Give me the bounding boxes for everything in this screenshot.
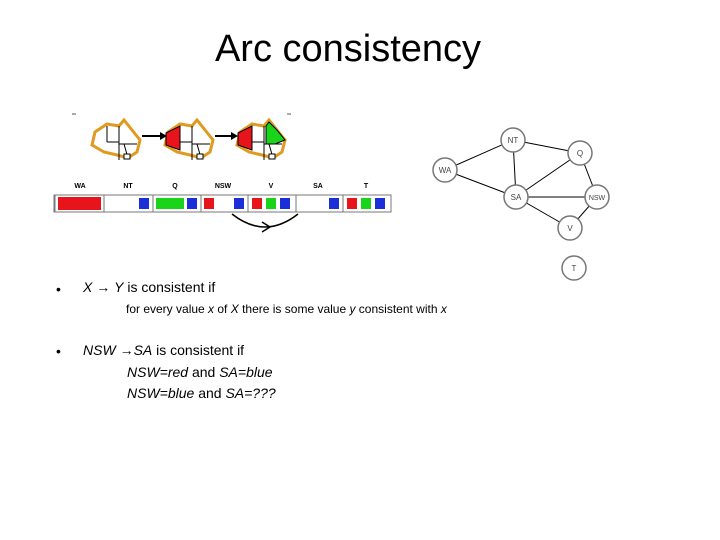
node-label: T — [572, 264, 577, 273]
bullet-1-subtext: for every value x of X there is some val… — [126, 302, 447, 316]
arrow-2-head — [231, 132, 238, 140]
domain-value-blue — [375, 198, 385, 209]
conjunction: and — [194, 385, 226, 401]
strip-label-nt: NT — [123, 183, 133, 190]
var-y: Y — [114, 279, 124, 295]
var-sa: SA — [133, 342, 153, 358]
domain-value-blue — [234, 198, 244, 209]
domain-strip-frame — [53, 194, 392, 213]
assignment: NSW=blue — [127, 385, 195, 401]
constraint-graph-nodes: NT Q WA SA NSW V T — [432, 127, 610, 281]
bullet-2-rest: is consistent if — [152, 342, 245, 358]
australia-map-3 — [235, 117, 287, 160]
assignment: SA=??? — [225, 385, 276, 401]
strip-label-q: Q — [172, 183, 178, 190]
domain-value-green — [266, 198, 276, 209]
bullet-2-line-1: NSW=red and SA=blue — [127, 364, 273, 380]
domain-value-red — [58, 197, 101, 210]
australia-map-1 — [90, 117, 142, 160]
domain-value-blue — [139, 198, 149, 209]
bullet-marker-1: • — [56, 281, 61, 297]
node-sa: SA — [503, 184, 529, 210]
node-circle — [500, 127, 526, 153]
bullet-1-text: X → Y is consistent if — [83, 279, 215, 295]
domain-value-green — [361, 198, 371, 209]
node-circle — [567, 140, 593, 166]
figure: WA NT Q NSW V SA T NT Q WA SA NSW V T — [53, 113, 610, 281]
domain-value-red — [204, 198, 214, 209]
sub-part: there is some value — [238, 302, 350, 316]
bullet-2-text: NSW →SA is consistent if — [83, 342, 244, 358]
domain-value-blue — [329, 198, 339, 209]
curved-arrow — [231, 213, 299, 228]
var-x: X — [83, 279, 93, 295]
node-circle — [432, 157, 458, 183]
node-wa: WA — [432, 157, 458, 183]
curved-arrow-head — [261, 221, 272, 233]
var-nsw: NSW — [83, 342, 116, 358]
conjunction: and — [188, 364, 220, 380]
sub-part: of — [214, 302, 231, 316]
strip-label-wa: WA — [74, 183, 85, 190]
domain-strip — [54, 195, 385, 212]
domain-value-red — [252, 198, 262, 209]
sub-part: for every value — [126, 302, 209, 316]
node-circle — [557, 215, 583, 241]
strip-label-sa: SA — [313, 183, 323, 190]
arrow-symbol: → — [96, 279, 111, 295]
strip-labels: WA NT Q NSW V SA T — [74, 183, 369, 190]
bullet-1-rest: is consistent if — [123, 279, 216, 295]
domain-value-green — [156, 198, 184, 209]
domain-value-red — [347, 198, 357, 209]
bullet-marker-2: • — [56, 343, 61, 359]
node-label: Q — [577, 149, 583, 158]
domain-value-blue — [280, 198, 290, 209]
sub-part: consistent with — [355, 302, 441, 316]
sub-var: X — [230, 302, 239, 316]
assignment: SA=blue — [219, 364, 273, 380]
sub-var: x — [440, 302, 447, 316]
strip-label-t: T — [364, 183, 369, 190]
bullet-2-line-2: NSW=blue and SA=??? — [127, 385, 276, 401]
australia-map-2 — [163, 117, 215, 160]
assignment: NSW=red — [127, 364, 189, 380]
edge-q-sa — [515, 152, 581, 198]
node-circle — [503, 184, 529, 210]
node-nsw: NSW — [584, 184, 610, 210]
slide-title: Arc consistency — [214, 28, 482, 70]
node-q: Q — [567, 140, 593, 166]
domain-value-blue — [187, 198, 197, 209]
node-circle — [584, 184, 610, 210]
arrow-1-head — [160, 132, 167, 140]
node-t: T — [561, 255, 587, 281]
strip-label-nsw: NSW — [215, 183, 232, 190]
arrow-symbol: → — [119, 342, 134, 358]
node-label: NT — [508, 136, 519, 145]
node-label: NSW — [589, 195, 606, 202]
strip-label-v: V — [269, 183, 274, 190]
sub-var: y — [349, 302, 356, 316]
node-label: SA — [511, 193, 522, 202]
sub-var: x — [208, 302, 215, 316]
node-label: V — [567, 224, 573, 233]
node-nt: NT — [500, 127, 526, 153]
node-circle — [561, 255, 587, 281]
node-label: WA — [439, 166, 452, 175]
node-v: V — [557, 215, 583, 241]
